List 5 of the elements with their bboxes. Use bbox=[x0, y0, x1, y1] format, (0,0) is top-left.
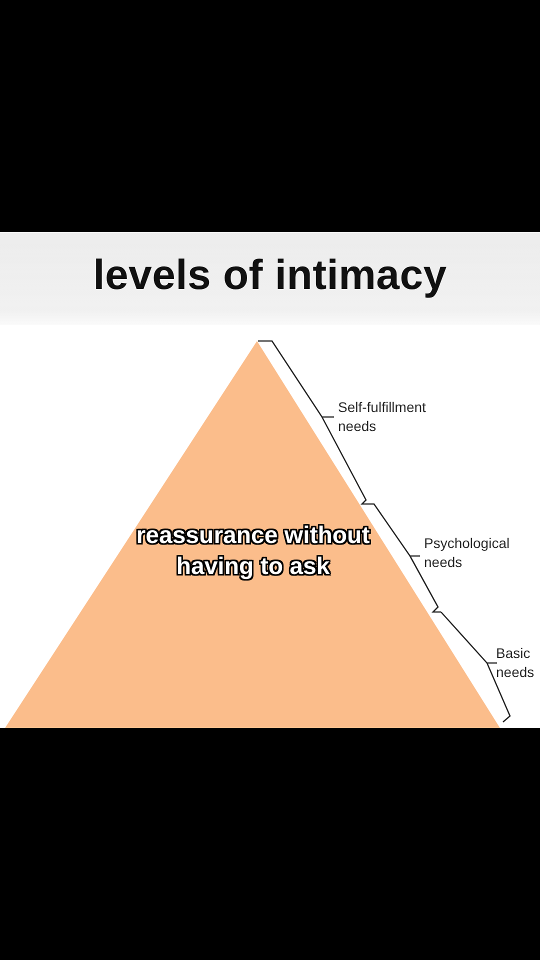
title: levels of intimacy bbox=[93, 250, 447, 298]
level-label: Basic needs bbox=[496, 644, 536, 682]
level-label: Self-fulfillment needs bbox=[338, 398, 427, 436]
level-label: Psychological needs bbox=[424, 534, 511, 572]
overlay-caption: reassurance without having to ask bbox=[135, 521, 371, 582]
